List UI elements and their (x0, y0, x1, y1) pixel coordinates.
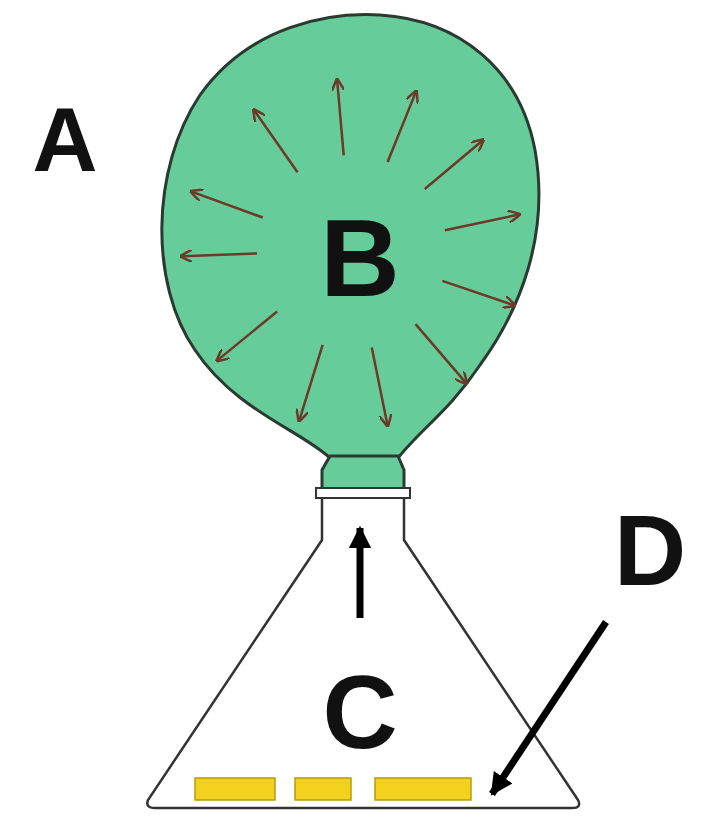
pressure-arrow (425, 141, 482, 189)
pressure-arrow (254, 111, 297, 172)
pressure-arrow (388, 92, 416, 162)
yellow-solid (295, 778, 351, 800)
pressure-arrow (182, 253, 257, 256)
pressure-arrow (372, 348, 388, 425)
pressure-arrow (218, 311, 277, 359)
yellow-solid (375, 778, 471, 800)
pressure-arrow (192, 192, 262, 218)
part-letter: C (322, 660, 397, 764)
pressure-arrow (299, 345, 322, 420)
yellow-solid (195, 778, 275, 800)
pressure-arrows (182, 81, 518, 425)
pressure-arrow (337, 81, 344, 156)
pressure-arrow (442, 281, 513, 305)
flask-lip (316, 488, 410, 498)
part-letter: A (33, 95, 98, 185)
pressure-arrow (416, 324, 466, 383)
part-letter: B (320, 203, 399, 313)
part-letter: D (614, 500, 686, 600)
pressure-arrow (445, 215, 518, 231)
pointer-arrow (492, 622, 606, 794)
balloon (162, 15, 539, 458)
balloon-neck (322, 456, 404, 492)
gas-arrow (357, 528, 364, 618)
